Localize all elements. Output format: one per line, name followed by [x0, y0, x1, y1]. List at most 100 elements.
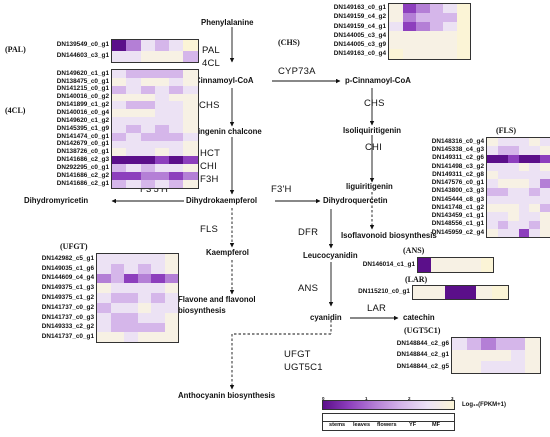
heatmap-cell — [487, 204, 498, 213]
heatmap-cell — [428, 286, 445, 299]
heatmap-cell — [497, 195, 508, 204]
heatmap-cell — [140, 140, 155, 149]
heatmap-cell — [496, 361, 511, 373]
enzyme-cyp73a: CYP73A — [278, 66, 316, 77]
heatmap-cell — [508, 154, 519, 163]
gene-label: DN141686_c2_g2 — [56, 171, 109, 179]
heatmap-cell — [402, 22, 416, 32]
heatmap-cell — [137, 312, 151, 323]
heatmap-cell — [140, 148, 155, 157]
heatmap-cell — [110, 254, 124, 264]
heatmap-cell — [110, 312, 124, 323]
compound-p-cinnamoyl-coa: p-Cinnamoyl-CoA — [345, 76, 411, 85]
heatmap-cell — [443, 13, 457, 23]
heatmap-cell — [183, 179, 198, 188]
heatmap-cell — [444, 286, 461, 299]
heatmap-cell — [183, 77, 198, 86]
heatmap-cell — [456, 22, 470, 32]
heatmap-cell — [497, 162, 508, 171]
gene-label: DN139549_c0_g1 — [56, 41, 109, 49]
gene-label: DN149311_c2_g6 — [432, 154, 484, 162]
heatmap-cell — [443, 31, 457, 41]
heatmap-cell — [518, 179, 529, 188]
heatmap-cell — [518, 171, 529, 180]
heatmap-cell — [416, 40, 430, 50]
heatmap-cell — [529, 146, 540, 155]
heatmap-grid-lar — [412, 285, 509, 300]
gene-label: DN147576_c0_g1 — [431, 179, 484, 187]
compound-liquiritigenin: liguiritigenin — [346, 182, 393, 191]
heatmap-cell — [112, 156, 127, 165]
compound-flavone-line1: Flavone and flavonol — [178, 295, 256, 304]
heatmap-grid-ugt5c1 — [451, 337, 542, 374]
heatmap-cell — [402, 4, 416, 14]
heatmap-cell — [140, 77, 155, 86]
heatmap-cell — [169, 93, 184, 102]
compound-dihydromyricetin: Dihydromyricetin — [24, 196, 89, 205]
heatmap-cell — [140, 70, 155, 78]
heatmap-cell — [112, 70, 127, 78]
heatmap-cell — [124, 263, 138, 274]
heatmap-cell — [456, 31, 470, 41]
heatmap-cell — [140, 156, 155, 165]
heatmap-cell — [169, 117, 184, 125]
heatmap-cell — [97, 322, 111, 333]
enzyme-dfr: DFR — [298, 227, 319, 238]
compound-isoliquiritigenin: Isoliquiritigenin — [343, 126, 402, 135]
heatmap-cell — [126, 132, 141, 141]
heatmap-cell — [529, 195, 540, 204]
heatmap-cell — [183, 156, 198, 165]
heatmap-cell — [466, 338, 482, 350]
gene-label: DN145395_c1_g9 — [56, 124, 109, 132]
heatmap-cell — [169, 70, 184, 78]
gene-label: DN141737_c0_g3 — [41, 313, 94, 321]
heatmap-cell — [443, 4, 457, 14]
heatmap-cell — [525, 361, 541, 373]
heatmap-cell — [402, 49, 416, 59]
heatmap-grid-fourcl — [111, 69, 199, 189]
heatmap-cell — [452, 338, 467, 350]
heatmap-cell — [510, 361, 526, 373]
compound-naringenin-chalcone: Naringenin chalcone — [185, 127, 262, 136]
heatmap-cell — [169, 40, 184, 51]
heatmap-cell — [140, 179, 155, 188]
heatmap-cell — [140, 132, 155, 141]
heatmap-cell — [154, 179, 170, 188]
gene-label: DN143800_c3_g3 — [431, 187, 484, 195]
heatmap-cell — [124, 322, 138, 333]
heatmap-cell — [140, 117, 155, 125]
heatmap-cell — [183, 93, 198, 102]
heatmap-cell — [124, 283, 138, 294]
heatmap-cell — [183, 124, 198, 133]
heatmap-cell — [480, 258, 493, 272]
legend-tick: 3 — [451, 396, 454, 401]
legend-tick: 1 — [365, 396, 368, 401]
heatmap-cell — [126, 124, 141, 133]
heatmap-cell — [529, 212, 540, 221]
gene-label: DN140016_c0_g4 — [56, 108, 109, 116]
heatmap-cell — [518, 138, 529, 147]
legend-sample-box — [322, 413, 455, 431]
heatmap-cell — [496, 338, 511, 350]
heatmap-cell — [169, 124, 184, 133]
heatmap-cell — [112, 93, 127, 102]
heatmap-cell — [539, 220, 550, 229]
gene-label: DN149620_c1_g2 — [56, 116, 109, 124]
heatmap-cell — [430, 258, 443, 272]
heatmap-cell — [110, 293, 124, 303]
heatmap-cell — [164, 293, 178, 303]
heatmap-cell — [169, 77, 184, 86]
heatmap-cell — [183, 70, 198, 78]
heatmap-cell — [137, 283, 151, 294]
heatmap-cell — [497, 179, 508, 188]
heatmap-cell — [126, 40, 141, 51]
heatmap-cell — [154, 164, 170, 173]
heatmap-cell — [429, 13, 443, 23]
heatmap-cell — [140, 164, 155, 173]
compound-isoflavonoid: Isoflavonoid biosynthesis — [341, 231, 437, 240]
heatmap-cell — [97, 302, 111, 313]
heatmap-cell — [112, 172, 127, 180]
heatmap-cell — [112, 132, 127, 141]
heatmap-cell — [481, 349, 497, 361]
heatmap-cell — [126, 93, 141, 102]
